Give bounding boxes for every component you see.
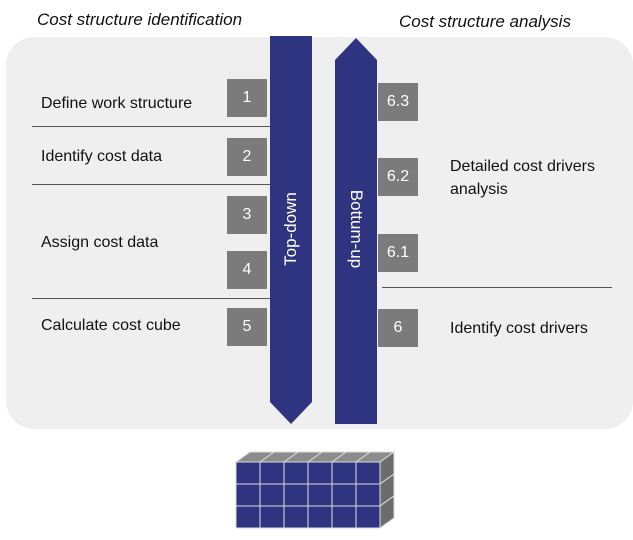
badge-6-3: 6.3: [378, 83, 418, 121]
cube-front-cell: [355, 483, 381, 507]
cube-front-cell: [259, 461, 285, 485]
left-heading: Cost structure identification: [37, 10, 243, 29]
badge-2: 2: [227, 138, 267, 176]
cube-front-cell: [235, 505, 261, 529]
top-down-arrow: [270, 36, 312, 424]
cube-front-cell: [307, 461, 333, 485]
cube-front-cell: [235, 461, 261, 485]
left-divider-2: [32, 184, 270, 185]
badge-3: 3: [227, 196, 267, 234]
cube-front-cell: [283, 505, 309, 529]
cube-front-cell: [331, 505, 357, 529]
cube-front-cell: [283, 483, 309, 507]
cube-front-cell: [331, 483, 357, 507]
step-assign-cost-data: Assign cost data: [41, 234, 159, 251]
step-detailed-cost-drivers: Detailed cost drivers analysis: [450, 158, 595, 198]
cube-front-cell: [307, 505, 333, 529]
cube-front-cell: [355, 461, 381, 485]
step-calculate-cost-cube: Calculate cost cube: [41, 317, 181, 334]
cube-front-cell: [259, 505, 285, 529]
cube-front-cell: [331, 461, 357, 485]
cube-front-cell: [259, 483, 285, 507]
right-heading: Cost structure analysis: [399, 12, 571, 31]
left-divider-1: [32, 126, 270, 127]
cube-front-cell: [235, 483, 261, 507]
left-divider-3: [32, 298, 270, 299]
cube-front-cell: [307, 483, 333, 507]
cube-front-cell: [283, 461, 309, 485]
cube-front-cell: [355, 505, 381, 529]
badge-5: 5: [227, 308, 267, 346]
badge-6-2: 6.2: [378, 158, 418, 196]
badge-6: 6: [378, 309, 418, 347]
badge-1: 1: [227, 79, 267, 117]
step-identify-cost-drivers: Identify cost drivers: [450, 320, 588, 337]
right-divider: [382, 287, 612, 288]
step-define-work-structure: Define work structure: [41, 95, 193, 112]
badge-4: 4: [227, 251, 267, 289]
process-panel: [6, 37, 633, 429]
step-identify-cost-data: Identify cost data: [41, 148, 162, 165]
bottom-up-arrow: [335, 38, 377, 424]
badge-6-1: 6.1: [378, 234, 418, 272]
